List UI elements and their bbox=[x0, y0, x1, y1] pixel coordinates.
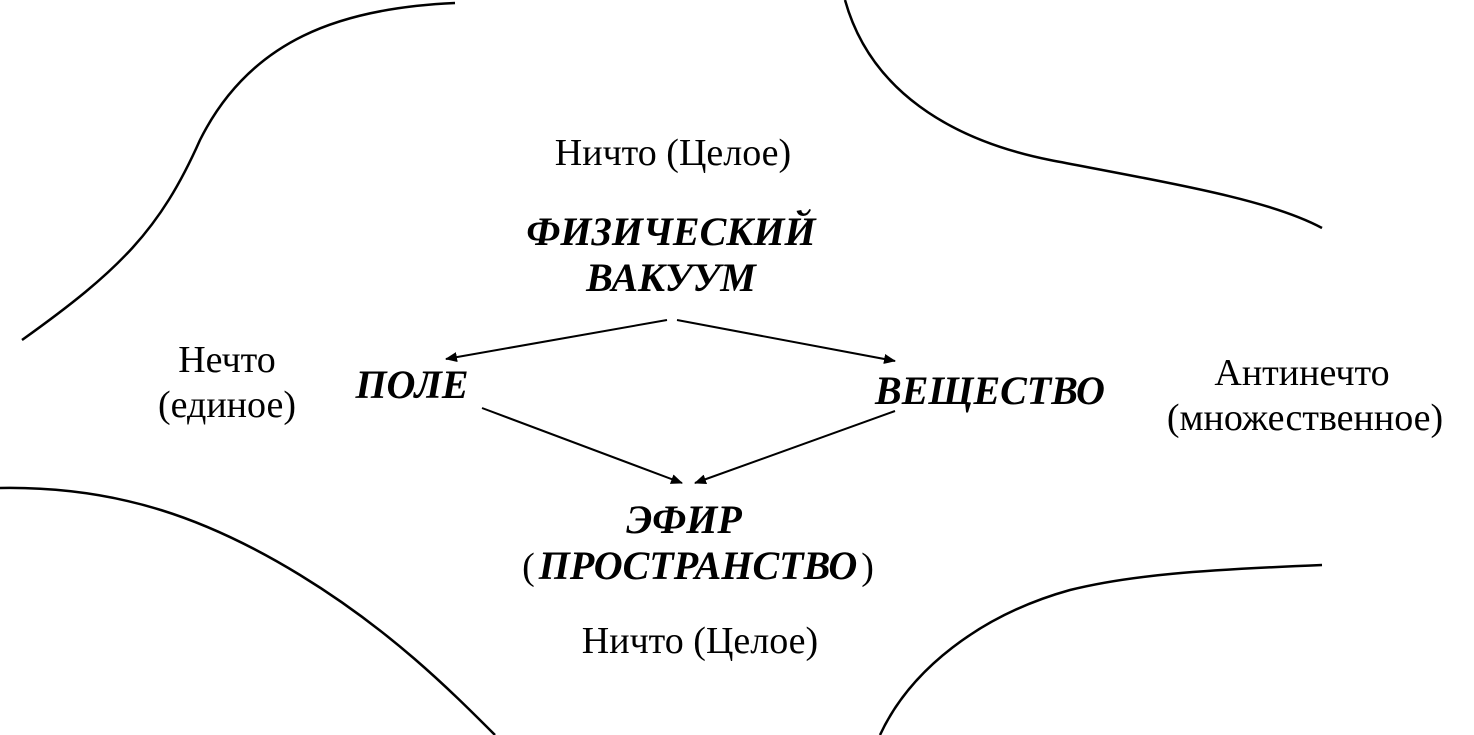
ether-paren-close: ) bbox=[861, 546, 874, 588]
left-label-line2: (единое) bbox=[158, 384, 296, 426]
ether-space-word: ПРОСТРАНСТВО bbox=[538, 543, 858, 588]
arrow-vacuum-to-field bbox=[445, 319, 668, 363]
right-label-line2: (множественное) bbox=[1167, 397, 1443, 439]
field-node: ПОЛЕ bbox=[354, 362, 468, 407]
vacuum-node-line1: ФИЗИЧЕСКИЙ bbox=[526, 209, 817, 254]
boundary-curve-top-left bbox=[21, 1, 456, 342]
matter-node: ВЕЩЕСТВО bbox=[874, 368, 1105, 413]
arrow-matter-to-ether bbox=[694, 410, 896, 484]
ether-node-line1: ЭФИР bbox=[626, 497, 742, 542]
left-label-line1: Нечто bbox=[178, 339, 276, 381]
boundary-curve-bottom-right bbox=[878, 563, 1323, 735]
ether-paren-open: ( bbox=[522, 546, 535, 588]
bottom-label: Ничто (Целое) bbox=[582, 620, 818, 662]
arrow-vacuum-to-matter bbox=[676, 319, 896, 364]
boundary-curve-bottom-left bbox=[0, 486, 496, 735]
arrow-field-to-ether bbox=[481, 407, 683, 484]
ether-node-line2: ( ПРОСТРАНСТВО ) bbox=[522, 543, 874, 588]
vacuum-node-line2: ВАКУУМ bbox=[585, 255, 757, 300]
boundary-curve-top-right bbox=[843, 0, 1323, 230]
right-label-line1: Антинечто bbox=[1214, 352, 1389, 394]
top-label: Ничто (Целое) bbox=[555, 132, 791, 174]
